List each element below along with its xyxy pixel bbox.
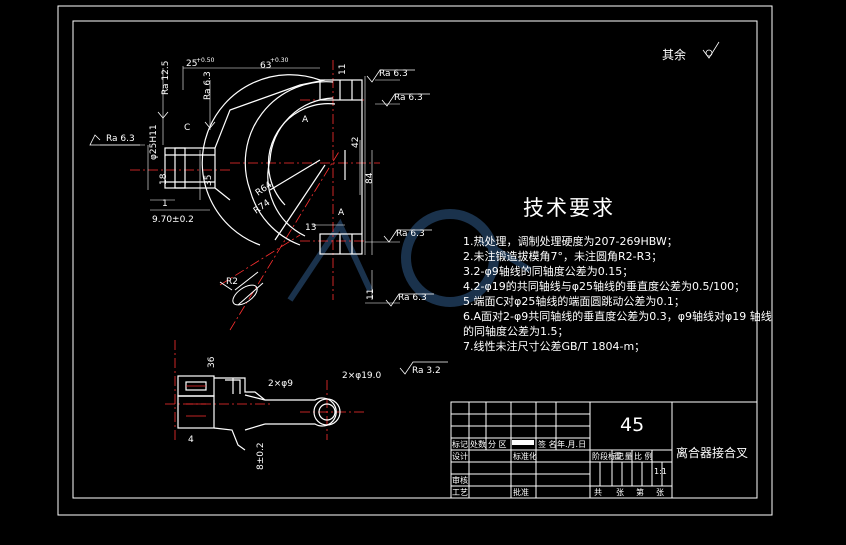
dim-r74: R74 [252, 198, 272, 217]
tb-date: 年.月.日 [557, 440, 587, 449]
side-view-centerlines [186, 385, 206, 417]
tech-item: 7.线性未注尺寸公差GB/T 1804-m； [463, 340, 646, 353]
tb-approve: 批准 [513, 488, 529, 497]
tb-sheet-no: 第 [636, 488, 644, 497]
dim-11b: 11 [366, 289, 376, 300]
dimension-lines [100, 66, 400, 304]
dim-35: 35 [204, 175, 214, 186]
tb-process: 工艺 [452, 488, 468, 497]
dim-25: 25 [186, 59, 197, 69]
fork-main-view [164, 74, 363, 255]
tb-review: 审核 [452, 476, 468, 485]
ra-top1: Ra 6.3 [379, 69, 408, 79]
fork-side-view [177, 375, 266, 451]
tb-weight: 重 量 [614, 452, 633, 461]
dim-13: 13 [305, 223, 316, 233]
tb-standard: 标准化 [513, 452, 537, 461]
dim-2x9: 2×φ9 [268, 379, 293, 389]
dim-11: 11 [338, 64, 348, 75]
drawing-border [72, 20, 758, 499]
tb-sign: 签 名 [538, 440, 557, 449]
dim-36: 36 [207, 356, 217, 368]
tech-item: 的同轴度公差为1.5； [463, 325, 569, 338]
tech-item: 1.热处理，调制处理硬度为207-269HBW； [463, 235, 678, 248]
label-a1: A [302, 115, 309, 125]
dimension-texts: 25 +0.50 63 +0.30 11 Ra 6.3 Ra 6.3 Ra 6.… [106, 57, 441, 470]
tech-item: 6.A面对2-φ9共同轴线的垂直度公差为0.3，φ9轴线对φ19 轴线 [463, 310, 772, 323]
tech-item: 5.端面C对φ25轴线的端面圆跳动公差为0.1； [463, 295, 685, 308]
dim-8: 8±0.2 [256, 442, 266, 470]
title-block [450, 401, 758, 499]
ra-bottom: Ra 6.3 [398, 293, 427, 303]
tb-count: 处数 [470, 440, 486, 449]
dim-18: 18 [159, 173, 169, 185]
label-a2: A [338, 208, 345, 218]
dim-42: 42 [351, 137, 361, 148]
ra-top2: Ra 6.3 [394, 93, 423, 103]
tb-designer: 设计 [452, 452, 468, 461]
remaining-surface-label: 其余 [662, 48, 687, 62]
tech-requirements-title: 技术要求 [523, 196, 615, 220]
label-c: C [184, 123, 190, 133]
ra-125: Ra 12.5 [161, 61, 171, 95]
tb-scale-label: 比 例 [634, 452, 653, 461]
ra-left: Ra 6.3 [106, 134, 135, 144]
tech-item: 4.2-φ19的共同轴线与φ25轴线的垂直度公差为0.5/100； [463, 280, 746, 293]
tb-zone: 分 区 [488, 440, 507, 449]
tb-sheet-no2: 张 [656, 488, 664, 497]
ra-eye: Ra 3.2 [412, 366, 441, 376]
dim-r2: R2 [226, 277, 238, 287]
dim-970: 9.70±0.2 [152, 215, 194, 225]
dim-4: 4 [188, 435, 194, 445]
dim-2x19: 2×φ19.0 [342, 371, 382, 381]
dim-84: 84 [365, 172, 375, 184]
dim-25h11: φ25H11 [149, 124, 159, 160]
detail-r2 [219, 271, 264, 306]
tech-item: 2.未注锻造拔模角7°，未注圆角R2-R3； [463, 250, 663, 263]
tb-sheet-total: 共 [594, 488, 602, 497]
dim-63-tol: +0.30 [270, 57, 289, 64]
dim-25-tol: +0.50 [196, 57, 215, 64]
material-number: 45 [620, 414, 645, 436]
tb-mark: 标记 [452, 440, 468, 449]
tb-sheet: 张 [616, 488, 624, 497]
sheet-border [57, 5, 773, 516]
dim-1: 1 [162, 199, 168, 209]
tech-requirements-list: 1.热处理，调制处理硬度为207-269HBW； 2.未注锻造拔模角7°，未注圆… [463, 234, 772, 354]
part-name: 离合器接合叉 [676, 446, 749, 460]
tb-filled-cell [512, 440, 534, 445]
eye-detail-view [244, 394, 341, 431]
tech-item: 3.2-φ9轴线的同轴度公差为0.15； [463, 265, 634, 278]
tb-scale-value: 1:1 [654, 467, 667, 476]
dim-63: 63 [260, 61, 271, 71]
tb-stage: 阶段标记 [592, 452, 624, 461]
ra-mid: Ra 6.3 [396, 229, 425, 239]
centerlines [130, 60, 380, 440]
roughness-symbols [89, 41, 720, 375]
ra-hub: Ra 6.3 [203, 71, 213, 100]
